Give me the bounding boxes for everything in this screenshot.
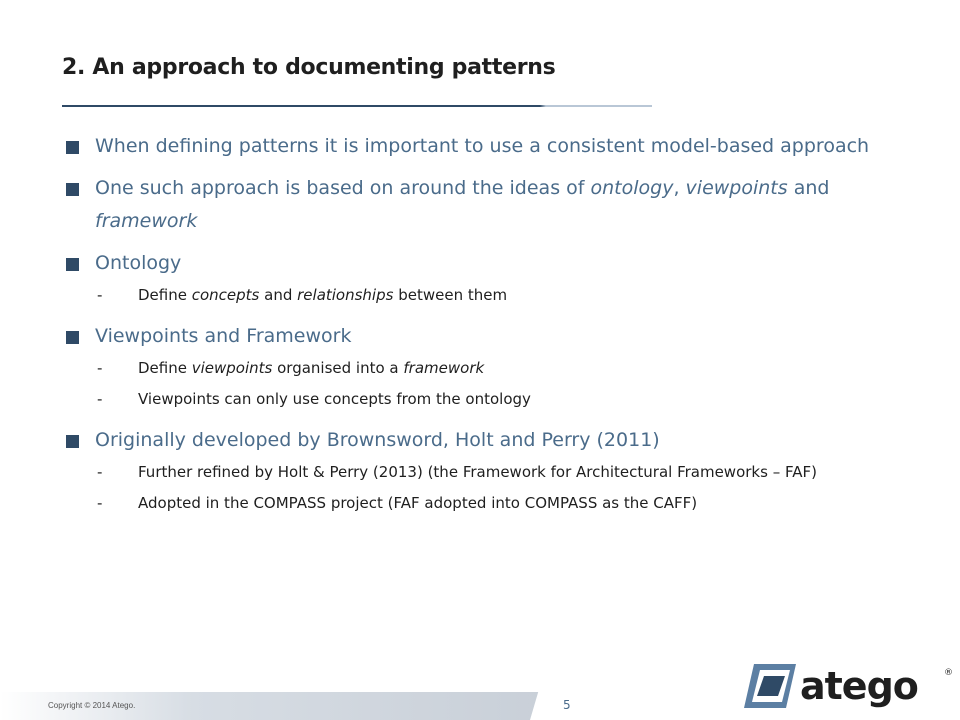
atego-logo: atego ®: [740, 662, 953, 710]
sub-bullet-dash: -: [97, 359, 103, 377]
slide-content: When defining patterns it is important t…: [66, 130, 906, 528]
emphasis-text: relationships: [297, 286, 394, 304]
bullet-item: Viewpoints and Framework: [66, 320, 906, 353]
sub-bullet-dash: -: [97, 390, 103, 408]
page-number: 5: [563, 698, 571, 712]
bullet-text: Ontology: [95, 252, 182, 274]
sub-bullet-item: - Viewpoints can only use concepts from t…: [66, 389, 906, 410]
sub-bullet-dash: -: [97, 463, 103, 481]
sub-bullet-dash: -: [97, 286, 103, 304]
slide-title: 2. An approach to documenting patterns: [62, 55, 556, 80]
bullet-text: and: [787, 177, 830, 199]
bullet-item: Ontology: [66, 247, 906, 280]
bullet-text: organised into a: [272, 359, 404, 377]
emphasis-text: concepts: [191, 286, 260, 304]
bullet-text: Further refined by Holt & Perry (2013) (…: [138, 463, 817, 481]
sub-bullet-item: - Adopted in the COMPASS project (FAF ado…: [66, 493, 906, 514]
bullet-text: Viewpoints can only use concepts from th…: [138, 390, 531, 408]
sub-bullet-dash: -: [97, 494, 103, 512]
bullet-text: Viewpoints and Framework: [95, 325, 352, 347]
bullet-text: Originally developed by Brownsword, Holt…: [95, 429, 660, 451]
bullet-text: When defining patterns it is important t…: [95, 135, 870, 157]
bullet-text: Define: [138, 286, 192, 304]
emphasis-text: framework: [403, 359, 485, 377]
logo-registered-mark: ®: [944, 668, 953, 678]
sub-bullet-item: - Define viewpoints organised into a fram…: [66, 358, 906, 379]
emphasis-text: viewpoints: [191, 359, 273, 377]
bullet-item: One such approach is based on around the…: [66, 172, 906, 238]
sub-bullet-item: - Further refined by Holt & Perry (2013) …: [66, 462, 906, 483]
bullet-text: between them: [393, 286, 508, 304]
atego-logo-mark-icon: [744, 664, 796, 708]
bullet-text: One such approach is based on around the…: [95, 177, 591, 199]
copyright-text: Copyright © 2014 Atego.: [48, 701, 136, 710]
logo-text: atego: [800, 664, 919, 708]
emphasis-text: ontology: [590, 177, 674, 199]
sub-bullet-item: - Define concepts and relationships betwe…: [66, 285, 906, 306]
bullet-text: Define: [138, 359, 192, 377]
footer-page-tab: [530, 690, 640, 720]
emphasis-text: viewpoints: [685, 177, 788, 199]
bullet-text: ,: [673, 177, 686, 199]
bullet-item: When defining patterns it is important t…: [66, 130, 906, 163]
bullet-text: Adopted in the COMPASS project (FAF adop…: [138, 494, 698, 512]
title-underline: [62, 105, 652, 107]
bullet-text: and: [259, 286, 298, 304]
bullet-item: Originally developed by Brownsword, Holt…: [66, 424, 906, 457]
emphasis-text: framework: [95, 210, 198, 232]
